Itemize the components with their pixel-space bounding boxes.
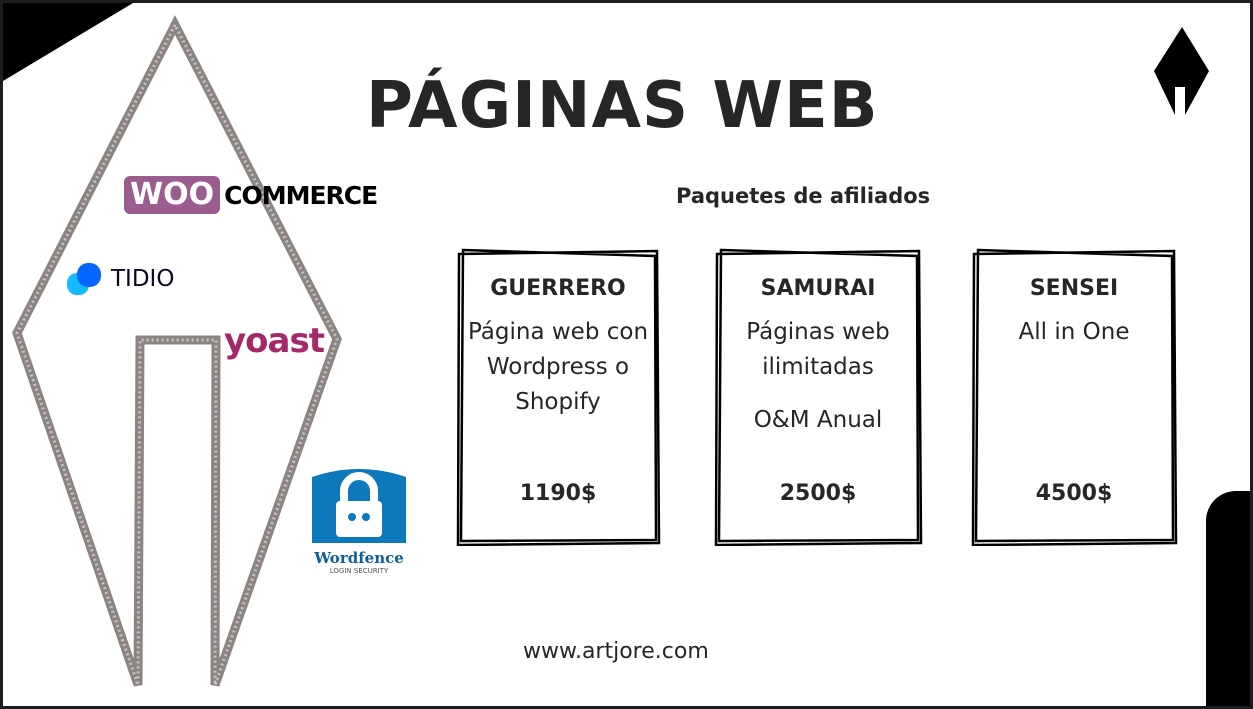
package-name: SAMURAI [760,276,876,301]
page-title: PÁGINAS WEB [366,69,879,143]
sketch-frame [456,248,661,546]
lock-shield-icon [312,469,406,543]
yoast-logo: yoast [224,321,325,361]
sketch-frame [971,248,1178,546]
subtitle: Paquetes de afiliados [676,184,931,208]
slide: WOO COMMERCE TIDIO yoast Wordfence LOGIN… [3,3,1250,706]
package-description: Páginas web ilimitadas [746,319,890,380]
package-card-samurai: SAMURAI Páginas web ilimitadas O&M Anual… [713,248,923,546]
package-price: 4500$ [1035,481,1113,506]
package-price: 1190$ [519,481,597,506]
package-description: Página web con Wordpress o Shopify [467,319,649,415]
brand-logo-icon [1154,27,1209,115]
tidio-icon [67,263,101,295]
woocommerce-logo: WOO COMMERCE [124,176,378,214]
package-price: 2500$ [779,481,857,506]
tidio-logo: TIDIO [67,261,174,297]
package-description: All in One [1018,319,1130,345]
wordfence-logo: Wordfence LOGIN SECURITY [308,465,410,575]
pen-nib-outline-graphic [12,15,342,687]
package-extra: O&M Anual [753,407,883,433]
corner-decoration [3,3,133,81]
package-card-guerrero: GUERRERO Página web con Wordpress o Shop… [455,248,661,546]
package-card-sensei: SENSEI All in One 4500$ [970,248,1178,546]
package-name: GUERRERO [490,276,626,301]
package-name: SENSEI [1029,276,1119,301]
sketch-frame [714,248,923,546]
corner-decoration [1206,491,1250,706]
website-link[interactable]: www.artjore.com [523,639,709,664]
